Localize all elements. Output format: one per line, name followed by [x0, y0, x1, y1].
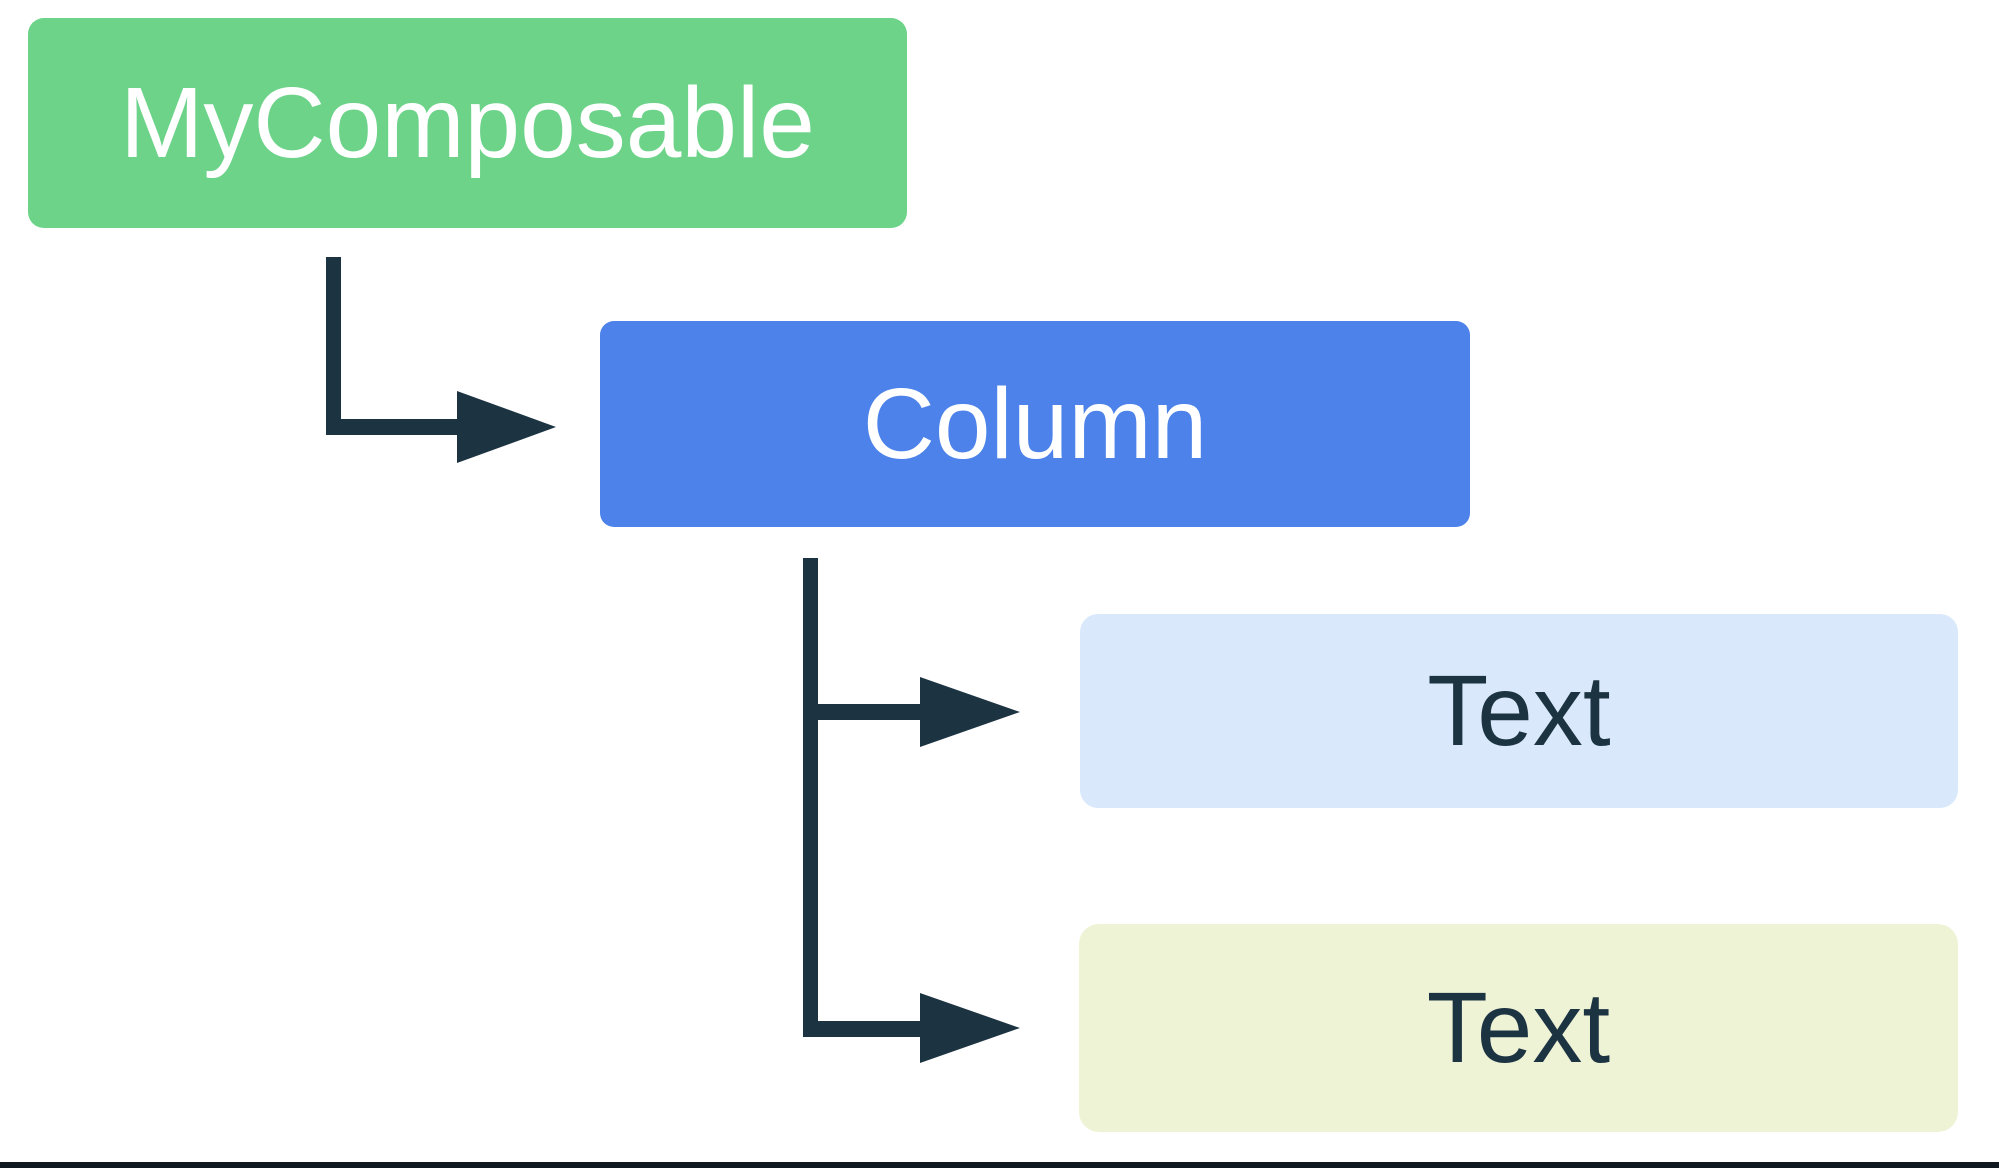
node-text-first-label: Text: [1427, 655, 1611, 767]
node-text-second-label: Text: [1426, 972, 1611, 1084]
node-column: Column: [600, 321, 1470, 527]
arrow-mycomposable-to-column: [326, 257, 556, 463]
arrow-column-to-texts: [803, 558, 1020, 1063]
bottom-rule: [0, 1162, 1999, 1168]
node-text-first: Text: [1080, 614, 1958, 808]
node-mycomposable: MyComposable: [28, 18, 907, 228]
node-text-second: Text: [1079, 924, 1958, 1132]
node-mycomposable-label: MyComposable: [120, 67, 815, 179]
node-column-label: Column: [862, 368, 1208, 480]
